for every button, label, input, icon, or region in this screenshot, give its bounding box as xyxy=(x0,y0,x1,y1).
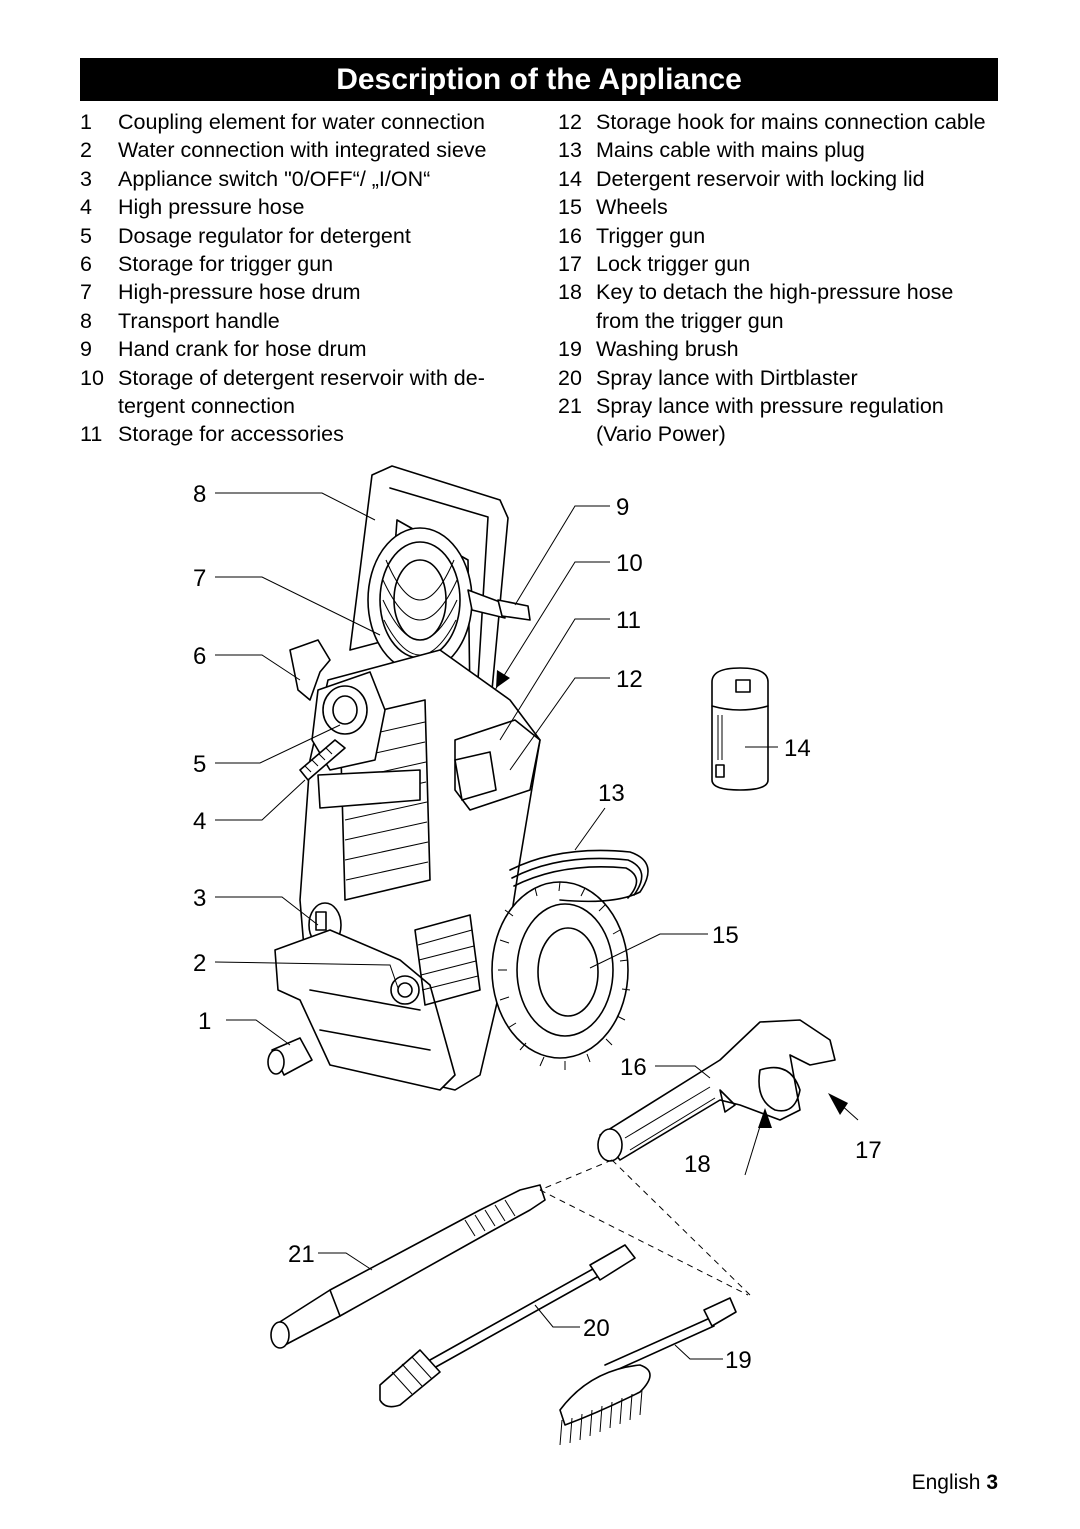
callout-2: 2 xyxy=(193,950,206,977)
legend-item: 20 Spray lance with Dirtblaster xyxy=(558,364,1003,392)
legend-number: 7 xyxy=(80,280,92,305)
callout-16: 16 xyxy=(620,1054,647,1081)
callout-14: 14 xyxy=(784,735,811,762)
legend-number: 4 xyxy=(80,195,92,220)
legend-item: 9 Hand crank for hose drum xyxy=(80,335,540,363)
callout-9: 9 xyxy=(616,494,629,521)
callout-1: 1 xyxy=(198,1008,211,1035)
legend-item: 6 Storage for trigger gun xyxy=(80,250,540,278)
callout-7: 7 xyxy=(193,565,206,592)
legend-item: 15 Wheels xyxy=(558,193,1003,221)
legend-item: 12 Storage hook for mains connection cabl… xyxy=(558,108,1003,136)
legend-text: Trigger gun xyxy=(596,223,706,248)
legend-text: High-pressure hose drum xyxy=(118,280,361,305)
legend-item: 7 High-pressure hose drum xyxy=(80,278,540,306)
legend-text: Water connection with integrated sieve xyxy=(118,138,487,163)
legend-number: 11 xyxy=(80,422,103,447)
legend-number: 3 xyxy=(80,166,92,191)
legend-item: 14 Detergent reservoir with locking lid xyxy=(558,165,1003,193)
legend-number: 16 xyxy=(558,223,582,248)
legend-number: 15 xyxy=(558,195,582,220)
legend-item: 18 Key to detach the high-pressure hose f… xyxy=(558,278,1003,335)
legend-right: 12 Storage hook for mains connection cabl… xyxy=(558,108,1003,449)
legend-text: Storage of detergent reservoir with de- … xyxy=(118,365,485,419)
legend-item: 17 Lock trigger gun xyxy=(558,250,1003,278)
legend-number: 17 xyxy=(558,252,582,277)
legend-number: 13 xyxy=(558,138,582,163)
legend-text: High pressure hose xyxy=(118,195,305,220)
legend-text: Spray lance with Dirtblaster xyxy=(596,365,858,390)
lance-vario-power-illustration xyxy=(270,1184,546,1349)
legend-text: Storage hook for mains connection cable xyxy=(596,110,986,134)
legend-number: 10 xyxy=(80,365,104,390)
legend-item: 4 High pressure hose xyxy=(80,193,540,221)
callout-numbers: 8 7 6 5 4 3 2 1 9 10 11 12 13 14 15 16 1… xyxy=(193,481,882,1374)
callout-13: 13 xyxy=(598,780,625,807)
legend-item: 13 Mains cable with mains plug xyxy=(558,136,1003,164)
callout-leaders xyxy=(214,492,859,1360)
legend-number: 6 xyxy=(80,252,92,277)
pressure-washer-illustration xyxy=(267,465,649,1091)
page-footer: English 3 xyxy=(912,1471,998,1495)
legend-number: 18 xyxy=(558,280,582,305)
callout-5: 5 xyxy=(193,751,206,778)
callout-19: 19 xyxy=(725,1347,752,1374)
legend-text: Detergent reservoir with locking lid xyxy=(596,166,925,191)
callout-12: 12 xyxy=(616,666,643,693)
legend-text: Dosage regulator for detergent xyxy=(118,223,411,248)
legend-text: Appliance switch "0/OFF“/ „I/ON“ xyxy=(118,166,431,191)
legend-text: Transport handle xyxy=(118,308,280,333)
legend-item: 3 Appliance switch "0/OFF“/ „I/ON“ xyxy=(80,165,540,193)
trigger-gun-illustration xyxy=(597,1019,836,1162)
legend-item: 11 Storage for accessories xyxy=(80,420,540,448)
callout-11: 11 xyxy=(616,607,641,634)
callout-17: 17 xyxy=(855,1137,882,1164)
callout-21: 21 xyxy=(288,1241,315,1268)
legend-number: 20 xyxy=(558,365,582,390)
callout-10: 10 xyxy=(616,550,643,577)
page-title: Description of the Appliance xyxy=(80,58,998,101)
legend-number: 9 xyxy=(80,337,92,362)
legend-text: Storage for trigger gun xyxy=(118,252,334,277)
legend-number: 2 xyxy=(80,138,92,163)
legend-text: Mains cable with mains plug xyxy=(596,138,865,163)
legend-number: 14 xyxy=(558,166,582,191)
legend-text: Spray lance with pressure regulation (Va… xyxy=(596,394,944,447)
legend-item: 21 Spray lance with pressure regulation (… xyxy=(558,392,1003,449)
legend-left: 1 Coupling element for water connection 2… xyxy=(80,108,540,449)
legend-number: 12 xyxy=(558,110,582,134)
legend-item: 8 Transport handle xyxy=(80,307,540,335)
legend-number: 8 xyxy=(80,308,92,333)
lance-dirtblaster-illustration xyxy=(379,1244,636,1408)
legend-item: 1 Coupling element for water connection xyxy=(80,108,540,136)
callout-20: 20 xyxy=(583,1315,610,1342)
legend-number: 1 xyxy=(80,110,92,134)
legend-number: 19 xyxy=(558,337,582,362)
legend-item: 2 Water connection with integrated sieve xyxy=(80,136,540,164)
callout-4: 4 xyxy=(193,808,206,835)
callout-6: 6 xyxy=(193,643,206,670)
legend-text: Key to detach the high-pressure hose fro… xyxy=(596,280,954,333)
detergent-reservoir-illustration xyxy=(711,667,769,791)
legend-item: 16 Trigger gun xyxy=(558,222,1003,250)
legend-text: Lock trigger gun xyxy=(596,252,751,277)
legend-item: 10 Storage of detergent reservoir with de… xyxy=(80,364,540,421)
callout-3: 3 xyxy=(193,885,206,912)
legend-text: Wheels xyxy=(596,195,668,220)
legend-text: Coupling element for water connection xyxy=(118,110,485,134)
callout-15: 15 xyxy=(712,922,739,949)
legend-number: 21 xyxy=(558,394,582,419)
callout-8: 8 xyxy=(193,481,206,508)
washing-brush-illustration xyxy=(559,1297,737,1446)
legend-item: 19 Washing brush xyxy=(558,335,1003,363)
legend-text: Storage for accessories xyxy=(118,422,344,447)
footer-language: English xyxy=(911,1471,981,1494)
legend-item: 5 Dosage regulator for detergent xyxy=(80,222,540,250)
legend-text: Washing brush xyxy=(596,337,739,362)
legend-number: 5 xyxy=(80,223,92,248)
legend-text: Hand crank for hose drum xyxy=(118,337,367,362)
callout-18: 18 xyxy=(684,1151,711,1178)
page-number: 3 xyxy=(986,1471,998,1494)
